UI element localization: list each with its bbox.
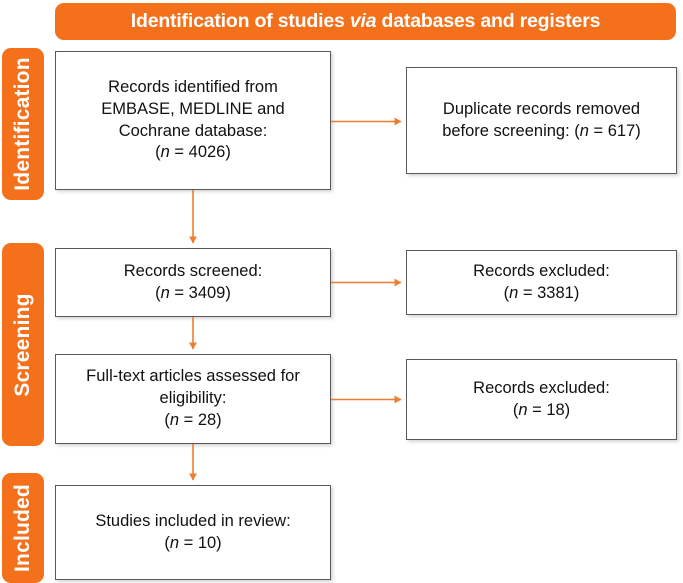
- banner-text-italic: via: [349, 10, 377, 32]
- diagram-header-banner: Identification of studies via databases …: [55, 3, 676, 40]
- node-records-screened: Records screened: (n = 3409): [55, 248, 331, 317]
- n-symbol: n: [160, 143, 170, 162]
- stage-tab-included: Included: [2, 473, 44, 583]
- node-records-screened-count: (n = 3409): [155, 283, 231, 302]
- node-fulltext-assessed-text: Full-text articles assessed for eligibil…: [86, 366, 300, 431]
- count-value: 18: [546, 400, 565, 419]
- count-value: 3381: [537, 283, 574, 302]
- node-records-excluded-screening-count: (n = 3381): [503, 283, 580, 302]
- node-records-identified-line2: EMBASE, MEDLINE and: [101, 99, 285, 118]
- node-records-identified-count: (n = 4026): [155, 143, 231, 162]
- node-records-excluded-eligibility-text: Records excluded: (n = 18): [473, 378, 610, 422]
- n-symbol: n: [579, 121, 589, 140]
- n-symbol: n: [169, 410, 179, 429]
- node-records-screened-text: Records screened: (n = 3409): [124, 261, 263, 305]
- stage-tab-screening: Screening: [2, 243, 44, 446]
- n-symbol: n: [160, 283, 170, 302]
- node-records-identified-text: Records identified from EMBASE, MEDLINE …: [101, 77, 284, 164]
- node-duplicate-records-removed-line1: Duplicate records removed: [442, 99, 641, 118]
- node-studies-included: Studies included in review: (n = 10): [55, 485, 331, 580]
- node-duplicate-records-removed-line2: before screening: (n = 617): [442, 122, 641, 140]
- line2-after: = 617): [588, 121, 641, 140]
- node-records-excluded-eligibility-count: (n = 18): [512, 400, 571, 419]
- node-records-identified-line1: Records identified from: [108, 77, 278, 96]
- banner-text-after: databases and registers: [376, 10, 601, 32]
- node-studies-included-count: (n = 10): [164, 533, 222, 552]
- node-fulltext-assessed-count: (n = 28): [164, 410, 222, 429]
- node-duplicate-records-removed: Duplicate records removed before screeni…: [406, 67, 677, 174]
- stage-tab-screening-label: Screening: [11, 292, 34, 397]
- node-records-excluded-screening: Records excluded: (n = 3381): [406, 250, 677, 315]
- n-symbol: n: [509, 283, 519, 302]
- count-value: 28: [197, 410, 217, 429]
- node-records-identified: Records identified from EMBASE, MEDLINE …: [55, 51, 331, 190]
- n-symbol: n: [169, 533, 179, 552]
- n-symbol: n: [518, 400, 528, 419]
- node-records-excluded-eligibility: Records excluded: (n = 18): [406, 359, 677, 440]
- node-studies-included-text: Studies included in review: (n = 10): [95, 511, 290, 555]
- banner-text-before: Identification of studies: [130, 10, 350, 32]
- node-fulltext-assessed: Full-text articles assessed for eligibil…: [55, 354, 331, 444]
- line2-before: before screening: (: [442, 121, 580, 140]
- node-records-excluded-screening-text: Records excluded: (n = 3381): [473, 261, 610, 305]
- stage-tab-included-label: Included: [11, 484, 34, 572]
- node-fulltext-assessed-line2: eligibility:: [159, 389, 227, 408]
- diagram-header-title: Identification of studies via databases …: [130, 10, 601, 33]
- stage-tab-identification: Identification: [2, 48, 44, 200]
- count-value: 3409: [188, 283, 226, 302]
- node-records-screened-line1: Records screened:: [123, 261, 263, 280]
- node-fulltext-assessed-line1: Full-text articles assessed for: [86, 367, 300, 386]
- stage-tab-identification-label: Identification: [11, 57, 34, 191]
- node-records-excluded-screening-line1: Records excluded:: [473, 261, 610, 280]
- node-duplicate-records-removed-text: Duplicate records removed before screeni…: [442, 99, 641, 143]
- node-records-identified-line3: Cochrane database:: [118, 121, 268, 140]
- count-value: 10: [197, 533, 217, 552]
- count-value: 4026: [188, 143, 226, 162]
- node-records-excluded-eligibility-line1: Records excluded:: [473, 378, 610, 397]
- node-studies-included-line1: Studies included in review:: [95, 511, 291, 530]
